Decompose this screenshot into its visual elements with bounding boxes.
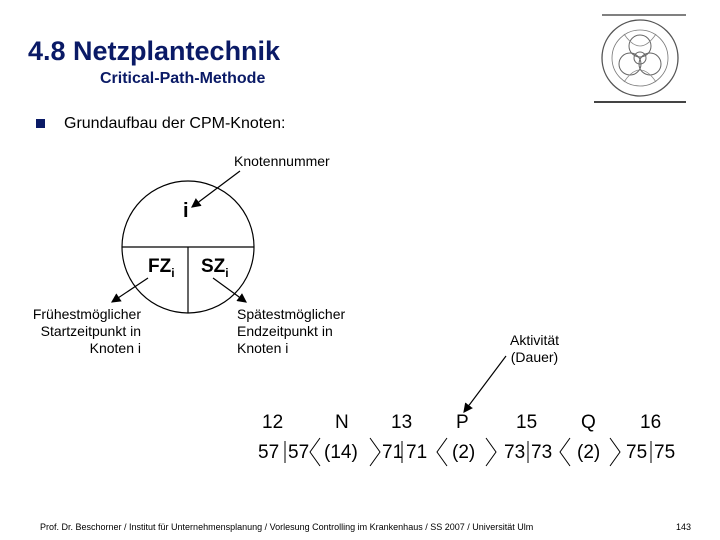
sz-subscript: i bbox=[225, 265, 229, 280]
example-activity-duration: (2) bbox=[577, 442, 601, 463]
sz-text: SZ bbox=[201, 256, 226, 277]
square-bullet-icon bbox=[36, 119, 45, 128]
aktivitaet-line: (Dauer) bbox=[510, 349, 559, 365]
example-node-sz: 71 bbox=[406, 442, 428, 463]
aktivitaet-line: Aktivität bbox=[510, 332, 560, 348]
node-index-label: i bbox=[183, 200, 189, 222]
example-node-fz: 73 bbox=[504, 442, 526, 463]
example-activity-name: Q bbox=[581, 412, 596, 433]
label-fz: FZi bbox=[148, 256, 175, 280]
example-activity-duration: (14) bbox=[324, 442, 358, 463]
fruehest-line: Frühestmöglicher bbox=[32, 306, 141, 322]
label-aktivitaet: Aktivität (Dauer) bbox=[510, 332, 559, 366]
university-seal-icon bbox=[594, 14, 686, 103]
spaetest-line: Endzeitpunkt in bbox=[237, 323, 333, 339]
label-sz: SZi bbox=[201, 256, 229, 280]
example-node-sz: 57 bbox=[288, 442, 310, 463]
example-node-num: 13 bbox=[391, 412, 413, 433]
example-activity-name: P bbox=[456, 412, 469, 433]
example-node-num: 15 bbox=[516, 412, 538, 433]
label-fruehest: Frühestmöglicher Startzeitpunkt in Knote… bbox=[33, 306, 141, 357]
example-node-fz: 57 bbox=[258, 442, 280, 463]
fz-text: FZ bbox=[148, 256, 172, 277]
page-subtitle: Critical-Path-Methode bbox=[100, 70, 266, 87]
spaetest-line: Knoten i bbox=[237, 340, 289, 356]
example-activity-name: N bbox=[335, 412, 349, 433]
fz-subscript: i bbox=[171, 265, 175, 280]
bullet-text: Grundaufbau der CPM-Knoten: bbox=[64, 115, 286, 132]
label-spaetest: Spätestmöglicher Endzeitpunkt in Knoten … bbox=[237, 306, 345, 357]
example-node-num: 12 bbox=[262, 412, 284, 433]
arrow-knotennummer bbox=[191, 170, 241, 208]
example-node-fz: 71 bbox=[382, 442, 404, 463]
footer-text: Prof. Dr. Beschorner / Institut für Unte… bbox=[40, 522, 534, 532]
example-activity-duration: (2) bbox=[452, 442, 476, 463]
arrow-aktivitaet bbox=[463, 355, 507, 413]
arrow-spaetest bbox=[212, 277, 247, 303]
page-number: 143 bbox=[676, 522, 692, 532]
arrow-fruehest bbox=[111, 277, 149, 303]
example-node-sz: 73 bbox=[531, 442, 553, 463]
fruehest-line: Knoten i bbox=[89, 340, 141, 356]
example-node-fz: 75 bbox=[626, 442, 648, 463]
example-node-num: 16 bbox=[640, 412, 662, 433]
fruehest-line: Startzeitpunkt in bbox=[40, 323, 141, 339]
page-title: 4.8 Netzplantechnik bbox=[28, 36, 281, 66]
spaetest-line: Spätestmöglicher bbox=[237, 306, 346, 322]
label-knotennummer: Knotennummer bbox=[234, 153, 330, 169]
example-node-sz: 75 bbox=[654, 442, 676, 463]
